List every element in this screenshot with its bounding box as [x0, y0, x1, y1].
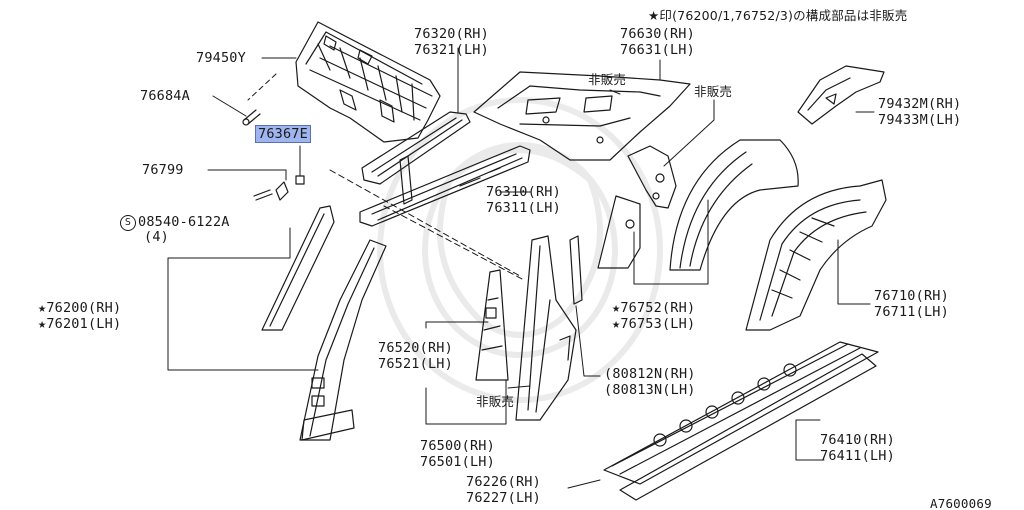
part-number-08540: 08540-6122A [138, 214, 230, 230]
bracket-not-for-sale [627, 145, 677, 209]
part-label-76521[interactable]: 76521(LH) [378, 356, 453, 372]
strip-80812n [569, 235, 583, 305]
not-for-sale-note: ★印(76200/1,76752/3)の構成部品は非販売 [648, 8, 908, 23]
part-label-76410[interactable]: 76410(RH) [820, 432, 895, 448]
part-label-76630[interactable]: 76630(RH) [620, 26, 695, 42]
part-label-76711[interactable]: 76711(LH) [874, 304, 949, 320]
part-label-76226[interactable]: 76226(RH) [466, 474, 541, 490]
part-label-76500[interactable]: 76500(RH) [420, 438, 495, 454]
quantity-08540: (4) [144, 229, 169, 245]
sill-76410 [603, 341, 879, 501]
wheelhouse-outer-76710 [745, 179, 887, 331]
part-label-80812n[interactable]: (80812N(RH) [604, 366, 696, 382]
figure-code: A7600069 [930, 496, 992, 510]
fasteners [242, 109, 305, 201]
s-circle-icon: S [120, 215, 136, 231]
leader-lines [167, 47, 875, 489]
part-label-76631[interactable]: 76631(LH) [620, 42, 695, 58]
highlighted-part-number[interactable]: 76367E [255, 125, 311, 143]
wheelhouse-inner-76752 [597, 139, 799, 271]
bracket-79432m [797, 65, 885, 125]
rear-parcel-shelf-79450y [295, 21, 441, 143]
watermark-seal [377, 97, 663, 403]
part-label-76752[interactable]: ★76752(RH) [612, 300, 696, 316]
pillar-76520 [475, 269, 509, 381]
part-label-79433m[interactable]: 79433M(LH) [878, 112, 962, 128]
part-label-76367e-highlighted[interactable]: 76367E [255, 125, 311, 143]
part-label-76201[interactable]: ★76201(LH) [38, 316, 122, 332]
part-label-76320[interactable]: 76320(RH) [414, 26, 489, 42]
not-for-sale-label-1: 非販売 [588, 72, 627, 87]
part-label-76411[interactable]: 76411(LH) [820, 448, 895, 464]
rail-76310 [359, 145, 531, 227]
part-label-76753[interactable]: ★76753(LH) [612, 316, 696, 332]
rail-76320 [361, 111, 471, 205]
part-label-76501[interactable]: 76501(LH) [420, 454, 495, 470]
rear-inner-panel-76630 [473, 71, 691, 161]
part-label-76520[interactable]: 76520(RH) [378, 340, 453, 356]
pillar-76500 [515, 235, 577, 421]
part-label-76710[interactable]: 76710(RH) [874, 288, 949, 304]
part-label-76321[interactable]: 76321(LH) [414, 42, 489, 58]
part-label-79450y[interactable]: 79450Y [196, 50, 246, 66]
part-label-76799[interactable]: 76799 [142, 162, 184, 178]
part-label-76311[interactable]: 76311(LH) [486, 200, 561, 216]
part-label-79432m[interactable]: 79432M(RH) [878, 96, 962, 112]
part-label-76227[interactable]: 76227(LH) [466, 490, 541, 506]
quarter-panel-76200 [261, 205, 387, 441]
not-for-sale-label-3: 非販売 [476, 394, 515, 409]
part-label-76310[interactable]: 76310(RH) [486, 184, 561, 200]
part-label-76200[interactable]: ★76200(RH) [38, 300, 122, 316]
part-label-80813n[interactable]: (80813N(LH) [604, 382, 696, 398]
not-for-sale-label-2: 非販売 [694, 84, 733, 99]
part-label-76684a[interactable]: 76684A [140, 88, 190, 104]
